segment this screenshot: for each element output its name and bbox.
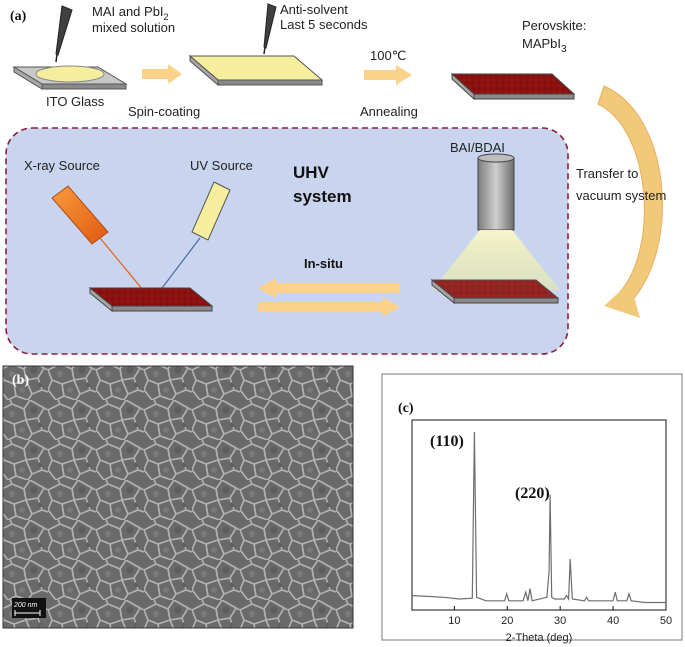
insitu-label: In-situ [304, 256, 343, 271]
peak-label-220: (220) [515, 485, 550, 502]
step2-text: Anti-solvent [280, 2, 348, 17]
peak-label-110: (110) [430, 433, 464, 450]
scale-label: 200 nm [13, 602, 38, 609]
sample-film-right [430, 278, 560, 305]
insitu-arrow-right [258, 297, 400, 317]
panel-a-label: (a) [10, 9, 27, 24]
xray-source-icon [51, 185, 149, 297]
x-tick-label: 50 [660, 615, 672, 627]
spin-arrow [142, 64, 182, 84]
step1-text: MAI and PbI2 [92, 4, 169, 22]
evaporation-beam [432, 230, 560, 290]
spin-label: Spin-coating [128, 104, 200, 119]
perov-formula: MAPbI3 [522, 36, 567, 55]
bai-label: BAI/BDAI [450, 140, 505, 155]
pipette-icon [55, 5, 73, 63]
panel-c-label: (c) [398, 401, 414, 416]
sem-image [2, 365, 354, 629]
panel-c-frame [381, 373, 683, 641]
perovskite-film [450, 72, 576, 101]
anneal-label: Annealing [360, 104, 418, 119]
xrd-series-line [411, 431, 666, 604]
uv-source-icon [155, 181, 231, 297]
anneal-arrow [364, 65, 412, 85]
perov-label: Perovskite: [522, 18, 586, 33]
xrd-chart: 10 20 30 40 50 [411, 419, 672, 627]
uhv-label-2: system [293, 187, 352, 206]
evaporator-icon [477, 153, 515, 231]
transfer-label: Transfer to [576, 166, 638, 181]
chart-axes-frame [411, 419, 667, 611]
coated-substrate [188, 54, 324, 87]
transfer-label-2: vacuum system [576, 188, 666, 203]
x-tick-label: 20 [501, 615, 513, 627]
panel-b-label: (b) [12, 373, 29, 388]
transfer-arrow-head [604, 282, 640, 318]
x-tick-label: 30 [554, 615, 566, 627]
xray-label: X-ray Source [24, 158, 100, 173]
pipette-icon-2 [263, 3, 277, 55]
temp-label: 100℃ [370, 48, 406, 63]
solution-drop [35, 65, 105, 83]
insitu-arrow-left [258, 278, 400, 298]
step2-text-2: Last 5 seconds [280, 17, 368, 32]
ito-label: ITO Glass [46, 94, 105, 109]
sample-film-left [88, 286, 214, 313]
x-axis-label: 2-Theta (deg) [506, 632, 573, 644]
x-tick-label: 40 [607, 615, 619, 627]
step1-text-2: mixed solution [92, 20, 175, 35]
x-tick-label: 10 [448, 615, 460, 627]
uv-label: UV Source [190, 158, 253, 173]
scale-bar [12, 598, 46, 618]
uhv-label: UHV [293, 163, 330, 182]
